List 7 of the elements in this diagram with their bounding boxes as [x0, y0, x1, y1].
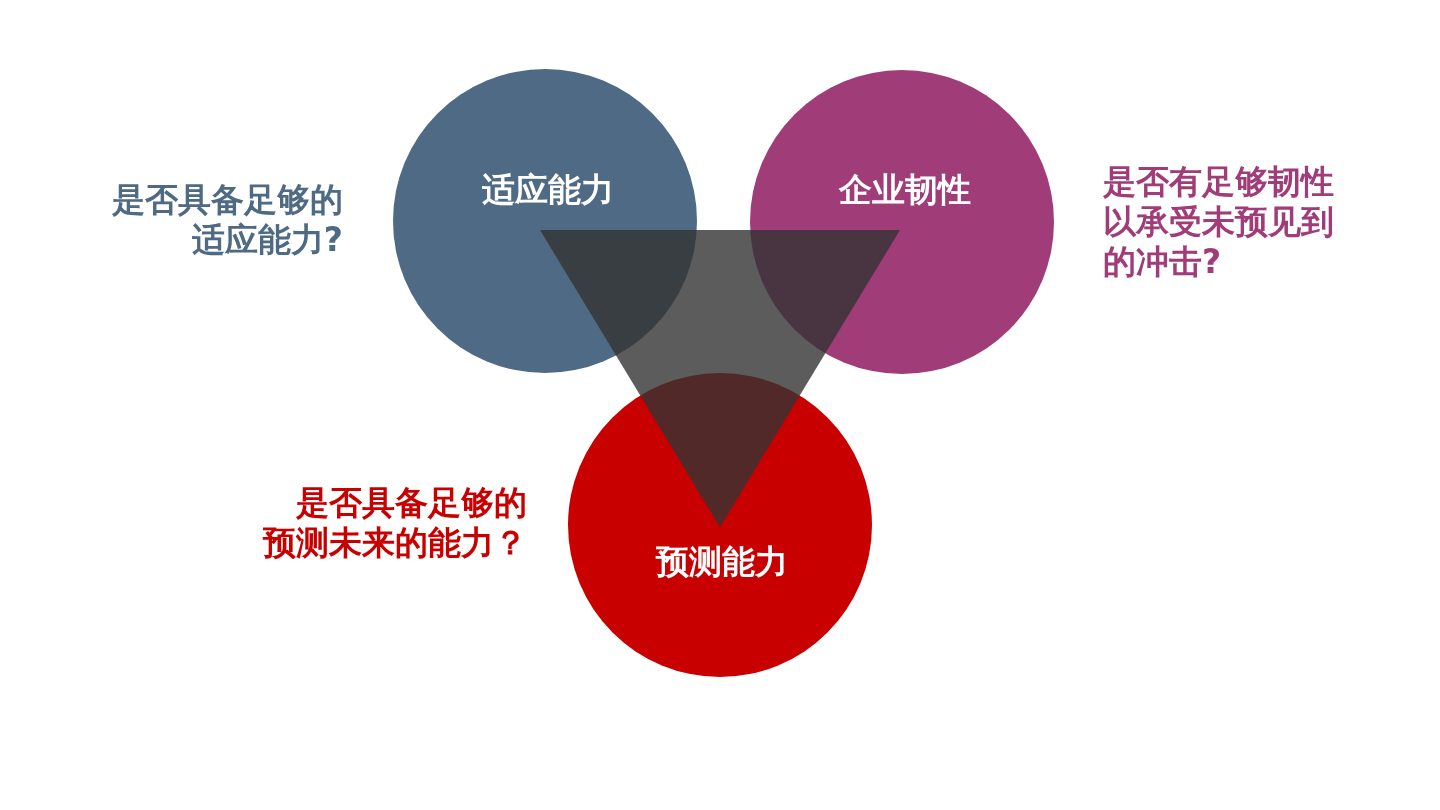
question-text: 是否具备足够的适应能力? — [112, 180, 343, 260]
circle-label: 适应能力 — [482, 170, 614, 210]
question-text: 是否有足够韧性以承受未预见到的冲击? — [1103, 162, 1334, 282]
circle-label: 预测能力 — [656, 542, 788, 582]
circle-label: 企业韧性 — [839, 170, 971, 210]
triangle-shape — [540, 230, 900, 527]
question-text: 是否具备足够的预测未来的能力？ — [263, 483, 527, 563]
